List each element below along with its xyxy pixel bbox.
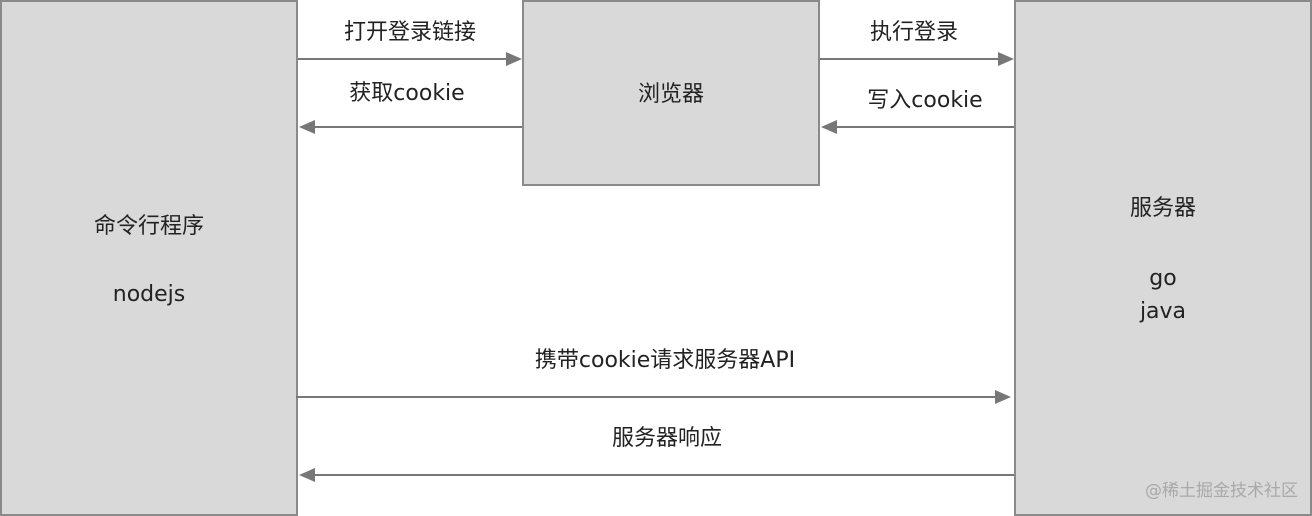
server-node-title: 服务器 (1129, 196, 1196, 221)
edge-label-write-cookie: 写入cookie (867, 88, 983, 113)
watermark: @稀土掘金技术社区 (1145, 481, 1298, 501)
browser-node-title: 浏览器 (637, 82, 704, 107)
edge-label-get-cookie: 获取cookie (349, 81, 465, 106)
browser-node: 浏览器 (522, 0, 820, 186)
arrowhead-do-login (998, 52, 1014, 66)
arrowhead-get-cookie (299, 120, 315, 134)
cli-node: 命令行程序 nodejs (0, 0, 298, 516)
arrowhead-request-api (995, 390, 1011, 404)
server-node: 服务器 go java (1014, 0, 1312, 516)
server-node-line1: go (1149, 266, 1177, 291)
cli-node-subtitle: nodejs (112, 282, 186, 307)
edge-label-open-login-link: 打开登录链接 (343, 20, 477, 45)
edge-label-server-response: 服务器响应 (611, 426, 723, 451)
cli-node-title: 命令行程序 (93, 214, 204, 239)
edge-label-do-login: 执行登录 (869, 20, 959, 45)
edge-label-request-api: 携带cookie请求服务器API (534, 348, 796, 373)
arrowhead-write-cookie (821, 120, 837, 134)
server-node-line2: java (1139, 299, 1187, 324)
arrowhead-open-login-link (506, 52, 522, 66)
arrowhead-server-response (299, 468, 315, 482)
